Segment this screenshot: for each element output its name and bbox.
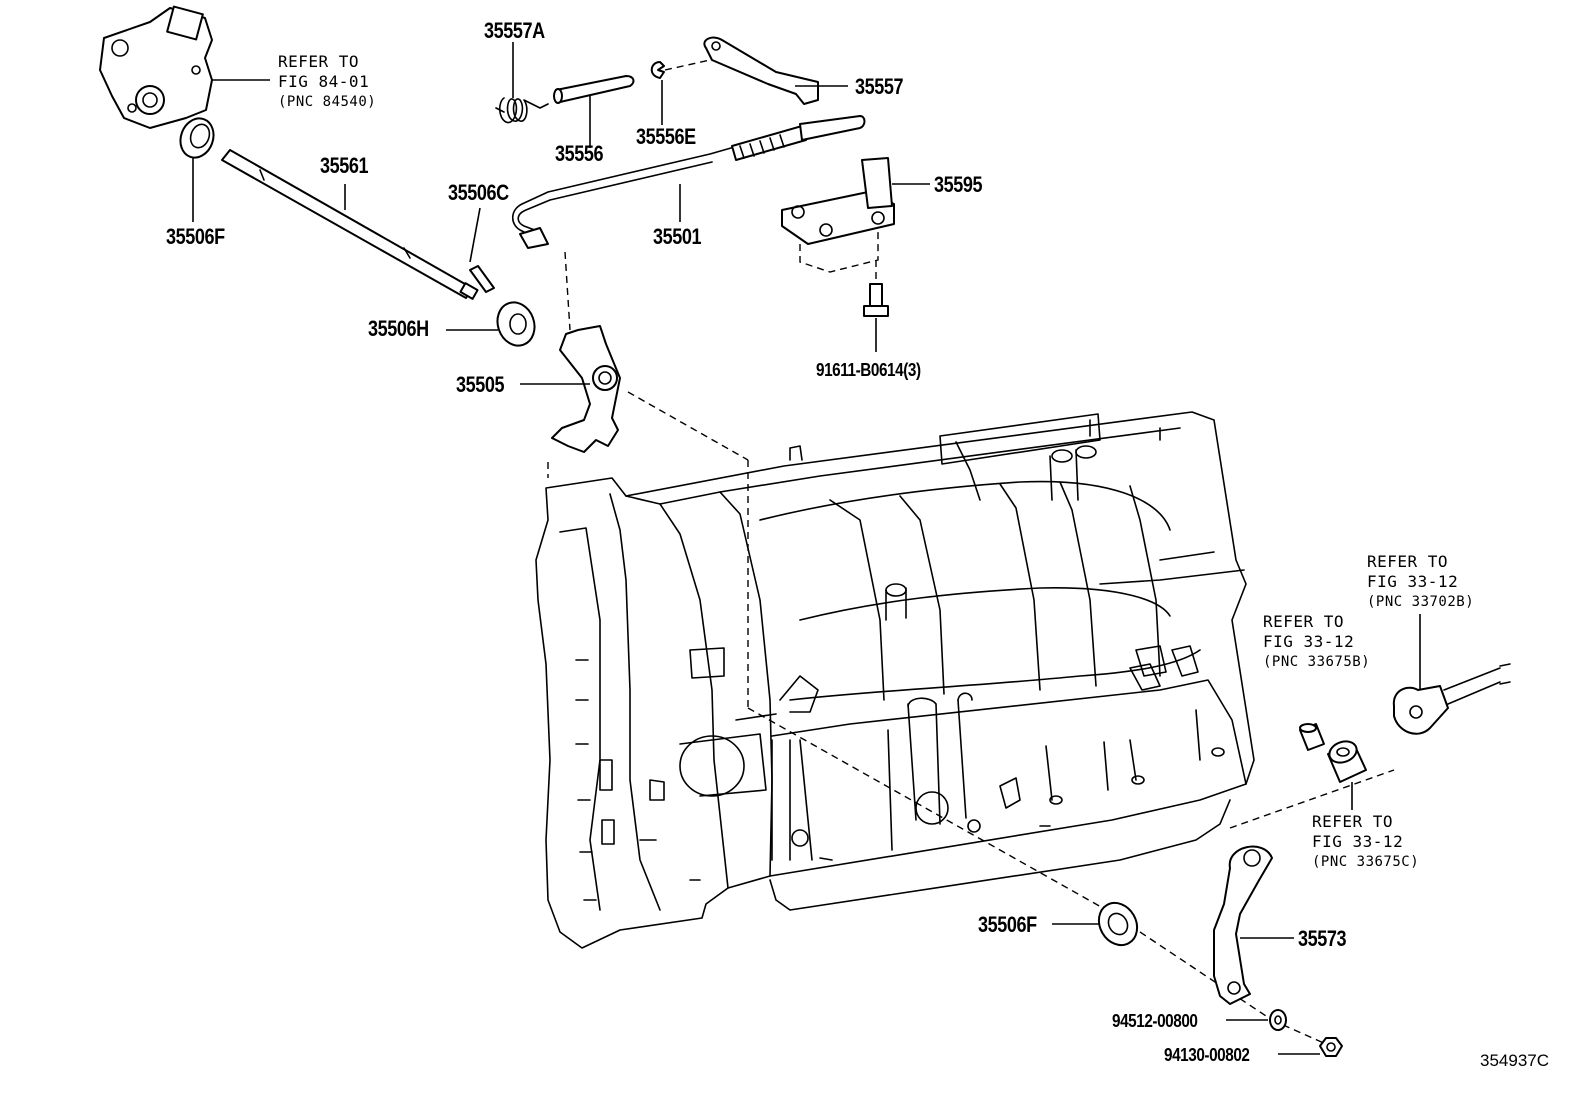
bushing[interactable] xyxy=(1299,723,1325,751)
neutral-start-switch[interactable] xyxy=(99,5,213,129)
hex-nut[interactable] xyxy=(1319,1037,1343,1057)
reference-line-3: (PNC 84540) xyxy=(278,94,377,110)
reference-note-pnc-33675c[interactable]: REFER TO FIG 33-12 (PNC 33675C) xyxy=(1312,812,1419,872)
label-35506F-top[interactable]: 35506F xyxy=(166,224,225,249)
control-cable-end[interactable] xyxy=(1392,663,1511,735)
label-35556E[interactable]: 35556E xyxy=(636,124,696,149)
grommet[interactable] xyxy=(1326,738,1367,783)
label-35557[interactable]: 35557 xyxy=(855,74,904,99)
diagram-code: 354937C xyxy=(1480,1051,1550,1070)
reference-line-1: REFER TO xyxy=(1263,612,1345,631)
oil-seal-bottom[interactable] xyxy=(1091,896,1144,952)
label-35506H[interactable]: 35506H xyxy=(368,316,429,341)
label-35506F-bottom[interactable]: 35506F xyxy=(978,912,1037,937)
transmission-case xyxy=(535,411,1255,949)
spring-pin[interactable] xyxy=(469,265,495,293)
detent-lever[interactable] xyxy=(703,36,819,105)
label-35501[interactable]: 35501 xyxy=(653,224,702,249)
reference-line-2: FIG 33-12 xyxy=(1367,572,1459,591)
label-35595[interactable]: 35595 xyxy=(934,172,983,197)
reference-line-3: (PNC 33675C) xyxy=(1312,854,1420,870)
e-ring[interactable] xyxy=(650,61,665,79)
label-35506C[interactable]: 35506C xyxy=(448,180,509,205)
torsion-spring[interactable] xyxy=(495,97,549,124)
reference-line-2: FIG 84-01 xyxy=(278,72,370,91)
reference-note-pnc-33675b[interactable]: REFER TO FIG 33-12 (PNC 33675B) xyxy=(1263,612,1370,672)
label-35573[interactable]: 35573 xyxy=(1298,926,1347,951)
label-91611-B0614[interactable]: 91611-B0614(3) xyxy=(816,360,921,380)
reference-line-2: FIG 33-12 xyxy=(1312,832,1404,851)
reference-line-1: REFER TO xyxy=(1312,812,1394,831)
lever-pin[interactable] xyxy=(553,75,635,104)
reference-line-3: (PNC 33675B) xyxy=(1263,654,1371,670)
oil-seal-top[interactable] xyxy=(175,114,219,163)
reference-note-fig-84-01[interactable]: REFER TO FIG 84-01 (PNC 84540) xyxy=(278,52,376,112)
label-35557A[interactable]: 35557A xyxy=(484,18,545,43)
reference-line-2: FIG 33-12 xyxy=(1263,632,1355,651)
collar[interactable] xyxy=(492,297,541,351)
reference-note-pnc-33702b[interactable]: REFER TO FIG 33-12 (PNC 33702B) xyxy=(1367,552,1474,612)
reference-line-3: (PNC 33702B) xyxy=(1367,594,1475,610)
label-94512-00800[interactable]: 94512-00800 xyxy=(1112,1011,1198,1031)
transmission-control-lever[interactable] xyxy=(1213,845,1273,1005)
label-35561[interactable]: 35561 xyxy=(320,153,369,178)
label-35505[interactable]: 35505 xyxy=(456,372,505,397)
plate-washer[interactable] xyxy=(1269,1009,1287,1031)
reference-line-1: REFER TO xyxy=(1367,552,1449,571)
reference-line-1: REFER TO xyxy=(278,52,360,71)
control-rod[interactable] xyxy=(511,115,866,249)
label-94130-00802[interactable]: 94130-00802 xyxy=(1164,1045,1250,1065)
cable-bracket[interactable] xyxy=(781,157,895,273)
label-35556[interactable]: 35556 xyxy=(555,141,604,166)
flange-bolt[interactable] xyxy=(863,260,889,317)
detent-plate[interactable] xyxy=(551,325,621,453)
manual-valve-shaft[interactable] xyxy=(221,149,479,300)
